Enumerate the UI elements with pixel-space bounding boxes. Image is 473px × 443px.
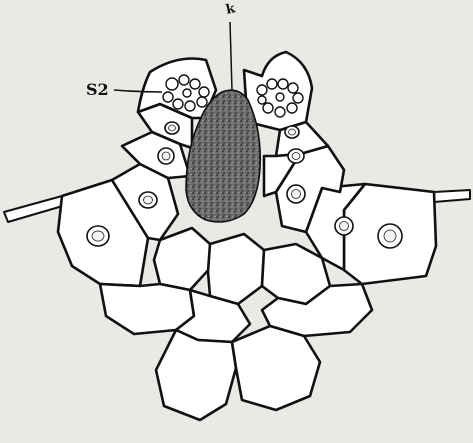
top-leader-line (230, 22, 232, 90)
lower-cell-center (208, 234, 264, 304)
nucleus-right-outer (378, 224, 402, 248)
nucleus-right-3 (288, 149, 304, 163)
left-epidermis-strand (4, 196, 66, 222)
nucleus-right-4 (285, 126, 299, 138)
nucleus-left-3 (158, 148, 174, 164)
nucleus-left-outer (87, 226, 109, 246)
nucleus-right-2 (287, 185, 305, 203)
bottom-cell-left (156, 330, 236, 420)
bottom-cell-right (232, 326, 320, 410)
nucleus-right-mid (335, 217, 353, 235)
label-s2: S2 (86, 80, 109, 99)
nucleus-left-2 (139, 192, 157, 208)
nucleus-left-4 (165, 122, 179, 134)
right-guard-granules (257, 79, 303, 117)
